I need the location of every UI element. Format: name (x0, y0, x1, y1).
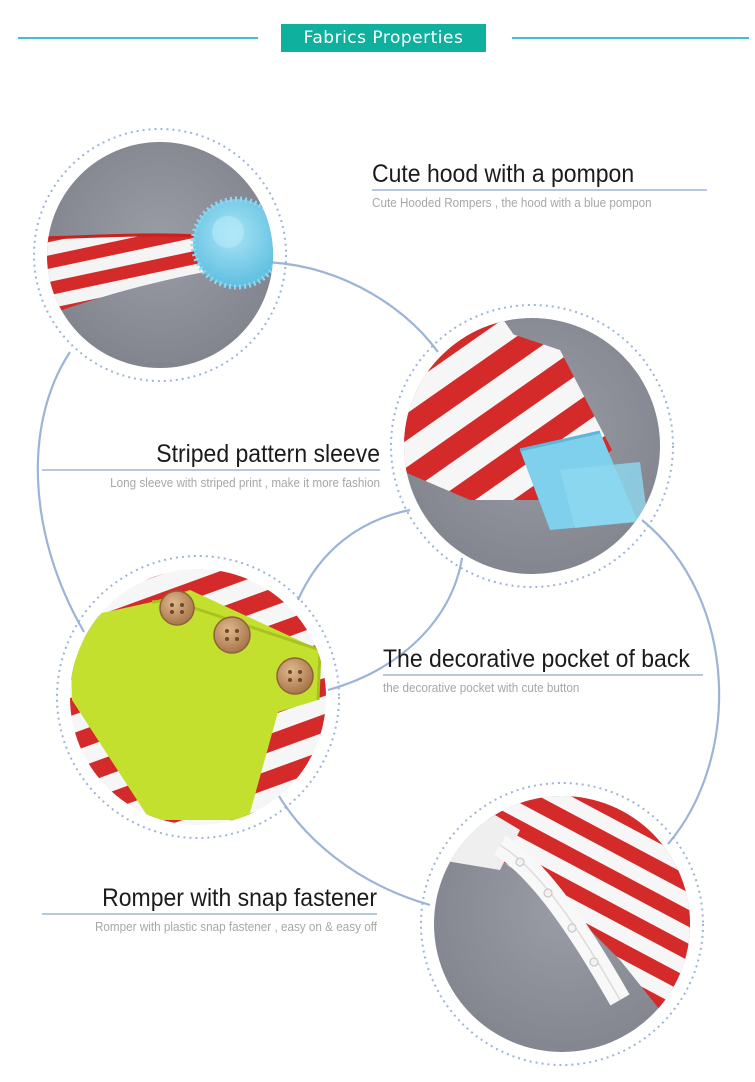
feature-title: Striped pattern sleeve (156, 440, 380, 468)
feature-description: Romper with plastic snap fastener , easy… (94, 919, 378, 934)
caption-underline (42, 469, 380, 471)
pocket-buttons-photo (56, 555, 340, 839)
snap-fastener-photo (420, 782, 704, 1066)
snap-icon (515, 857, 599, 967)
caption-underline (383, 674, 703, 676)
striped-sleeve-photo (390, 304, 674, 588)
feature-caption-snap: Romper with snap fastener Romper with pl… (42, 884, 377, 934)
feature-caption-hood: Cute hood with a pompon Cute Hooded Romp… (372, 160, 707, 210)
button-icon (159, 590, 195, 626)
feature-description: the decorative pocket with cute button (383, 680, 580, 695)
feature-description: Cute Hooded Rompers , the hood with a bl… (372, 195, 652, 210)
feature-description: Long sleeve with striped print , make it… (110, 475, 380, 490)
header-line-left (18, 37, 258, 39)
button-icon (276, 657, 314, 695)
feature-caption-sleeve: Striped pattern sleeve Long sleeve with … (42, 440, 380, 490)
button-icon (213, 616, 251, 654)
section-title: Fabrics Properties (281, 24, 486, 52)
connector-arcs (36, 260, 721, 907)
header-line-right (512, 37, 749, 39)
hood-pompon-photo (33, 128, 287, 382)
pompon-icon (190, 196, 273, 290)
feature-title: The decorative pocket of back (383, 645, 690, 673)
feature-title: Romper with snap fastener (102, 884, 377, 912)
caption-underline (372, 189, 707, 191)
feature-caption-pocket: The decorative pocket of back the decora… (383, 645, 703, 695)
feature-title: Cute hood with a pompon (372, 160, 635, 188)
caption-underline (42, 913, 377, 915)
